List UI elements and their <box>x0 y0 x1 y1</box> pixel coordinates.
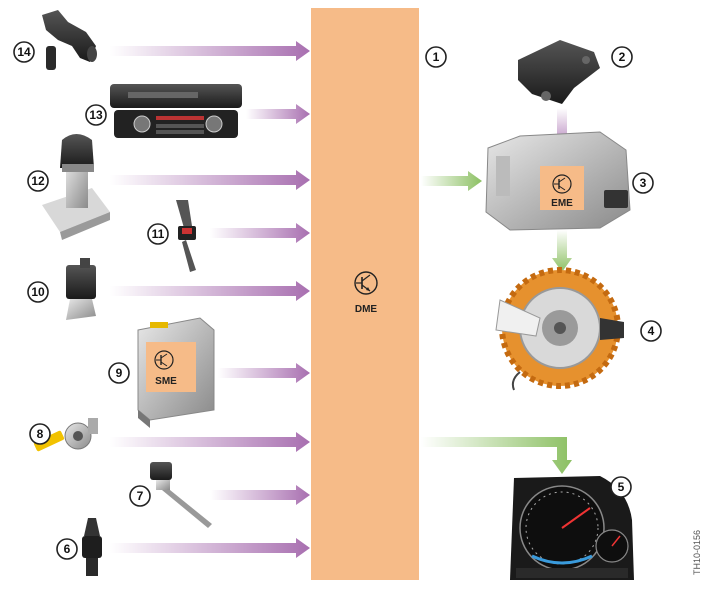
arrow-7 <box>210 485 310 505</box>
callout-9: 9 <box>108 362 130 384</box>
callout-12: 12 <box>27 170 49 192</box>
arrow-dme-to-5 <box>421 437 572 474</box>
sme-label: SME <box>155 376 177 387</box>
arrow-12 <box>110 170 310 190</box>
eme-module-icon <box>485 131 631 231</box>
sensor-icon <box>42 10 97 70</box>
arrow-10 <box>110 281 310 301</box>
callout-1: 1 <box>425 46 447 68</box>
svg-text:7: 7 <box>137 489 144 503</box>
callout-13: 13 <box>85 104 107 126</box>
arrow-13 <box>246 104 310 124</box>
connector-sensor-icon <box>82 518 102 576</box>
dme-chip-icon <box>354 271 378 295</box>
svg-text:8: 8 <box>37 427 44 441</box>
svg-text:13: 13 <box>89 108 103 122</box>
input-arrows <box>110 41 572 558</box>
callout-10: 10 <box>27 281 49 303</box>
arrow-6 <box>110 538 310 558</box>
svg-text:3: 3 <box>640 176 647 190</box>
switch-sensor-icon <box>66 258 96 320</box>
dme-label: DME <box>355 304 378 315</box>
svg-text:6: 6 <box>64 542 71 556</box>
arrow-dme-to-3 <box>421 171 482 191</box>
arrow-14 <box>110 41 310 61</box>
eme-label: EME <box>551 198 573 209</box>
callout-2: 2 <box>611 46 633 68</box>
electric-motor-icon <box>495 267 624 391</box>
svg-text:4: 4 <box>648 324 655 338</box>
svg-text:2: 2 <box>619 50 626 64</box>
callout-11: 11 <box>147 223 169 245</box>
svg-text:12: 12 <box>31 174 45 188</box>
instrument-cluster-icon <box>510 476 634 580</box>
output-arrows <box>421 171 572 474</box>
callout-14: 14 <box>13 41 35 63</box>
callout-6: 6 <box>56 538 78 560</box>
arrow-9 <box>218 363 310 383</box>
gear-selector-icon <box>42 134 110 240</box>
svg-text:10: 10 <box>31 285 45 299</box>
arrow-8 <box>110 432 310 452</box>
ignition-key-icon <box>33 418 98 452</box>
svg-text:11: 11 <box>152 227 165 241</box>
arrow-11 <box>210 223 310 243</box>
svg-text:9: 9 <box>116 366 123 380</box>
svg-text:1: 1 <box>433 50 440 64</box>
control-unit-icon <box>518 40 600 104</box>
svg-text:14: 14 <box>17 45 31 59</box>
temperature-sensor-icon <box>150 462 212 528</box>
svg-text:5: 5 <box>618 480 625 494</box>
arrow-3-to-4 <box>552 230 572 272</box>
callout-8: 8 <box>29 423 51 445</box>
seat-belt-buckle-icon <box>176 200 196 272</box>
callout-5: 5 <box>610 476 632 498</box>
callout-7: 7 <box>129 485 151 507</box>
figure-code: TH10-0156 <box>692 530 702 575</box>
climate-control-panel-icon <box>110 84 242 138</box>
sme-module-icon <box>137 317 215 428</box>
callout-3: 3 <box>632 172 654 194</box>
callout-4: 4 <box>640 320 662 342</box>
